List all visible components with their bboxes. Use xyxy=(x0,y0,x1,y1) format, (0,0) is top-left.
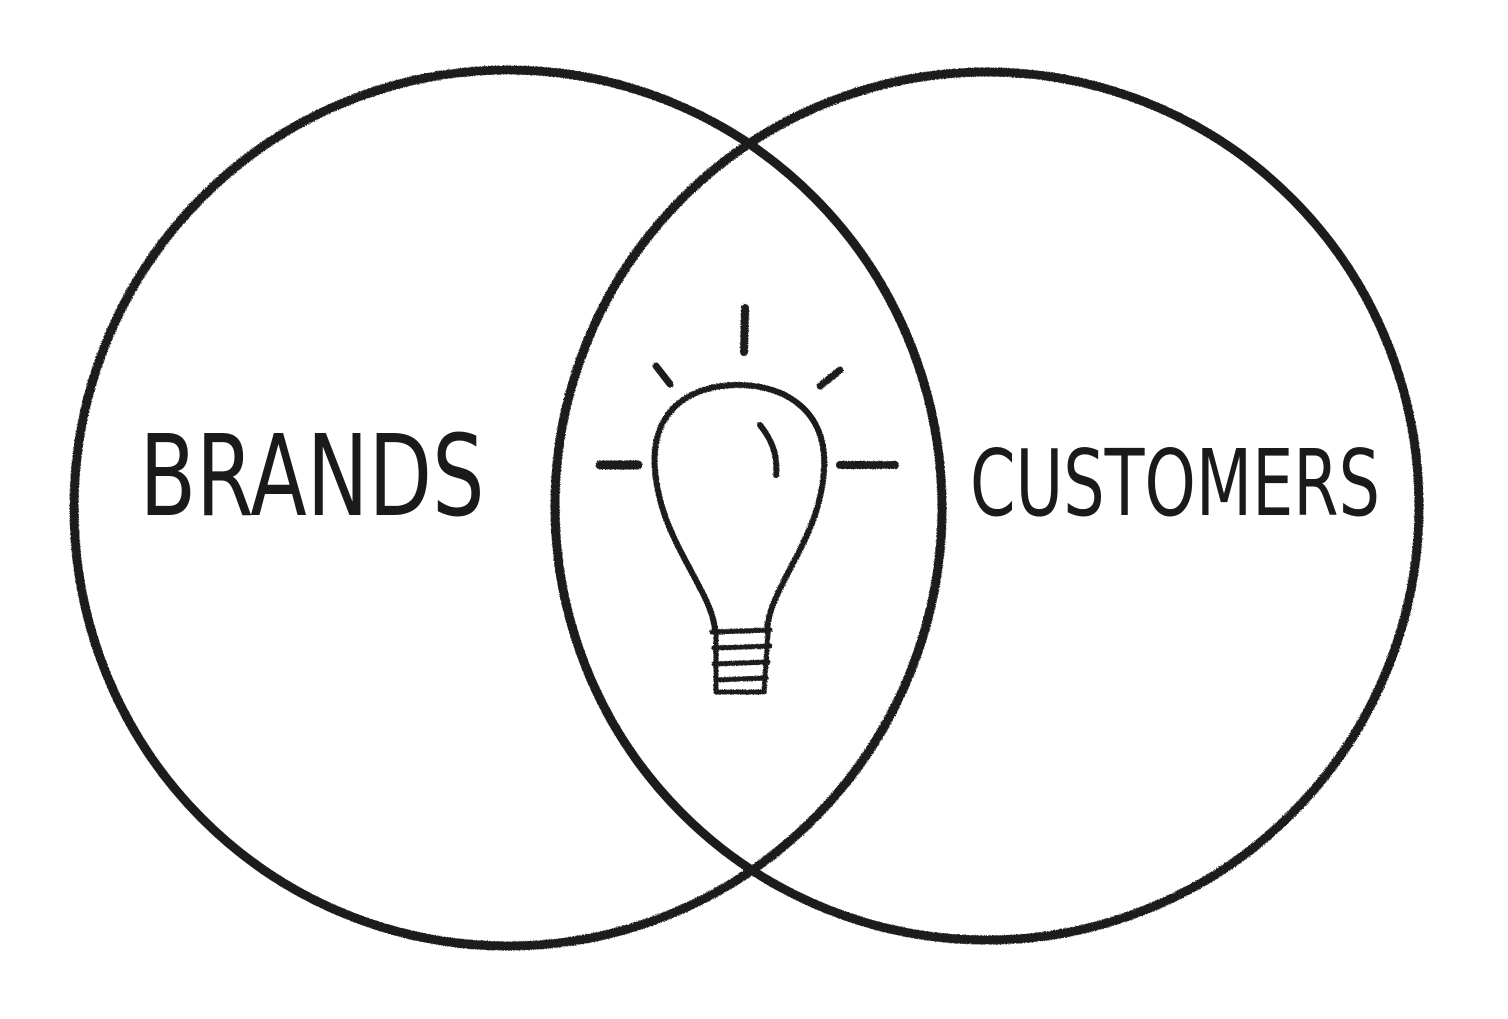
brands-circle xyxy=(69,65,947,951)
lightbulb-icon xyxy=(595,304,899,695)
brands-label: BRANDS xyxy=(140,412,485,542)
customers-label: CUSTOMERS xyxy=(970,430,1380,537)
customers-circle xyxy=(550,67,1424,945)
